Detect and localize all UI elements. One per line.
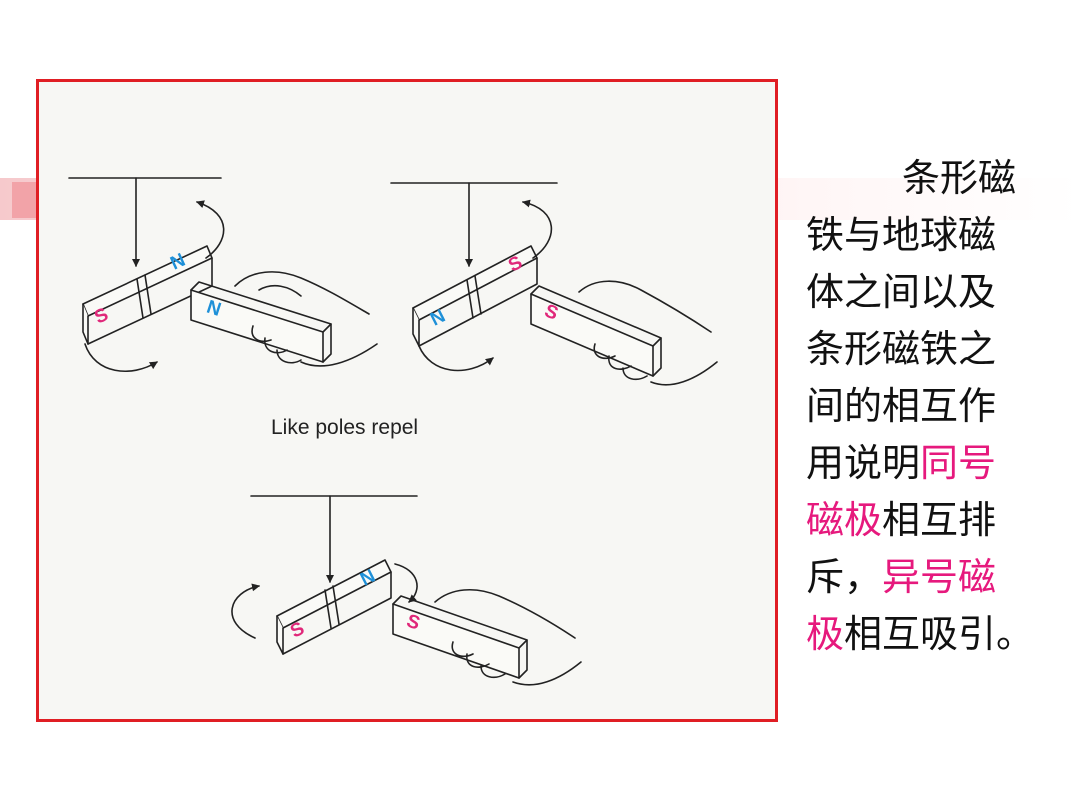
rotation-arrow (522, 199, 553, 259)
caption-segment: 相互排 (882, 498, 997, 542)
caption-segment: 斥， (806, 555, 883, 599)
caption-line: 极相互吸引。 (806, 606, 1076, 663)
rotation-arrow (196, 200, 225, 259)
hand (593, 343, 616, 360)
caption-line: 磁极相互排 (806, 492, 1076, 549)
scene-bottom: S N S (231, 495, 582, 686)
pole-label-s: S (91, 304, 111, 328)
caption-highlight: 极 (806, 612, 845, 656)
pole-label-n: N (427, 306, 449, 331)
caption-segment: 体之间以及 (806, 270, 997, 314)
hand (650, 361, 718, 386)
caption-highlight: 同号 (920, 441, 997, 485)
caption-line: 铁与地球磁 (806, 207, 1076, 264)
caption-segment: 用说明 (806, 441, 921, 485)
hand-held-magnet (190, 281, 332, 363)
caption-highlight: 异号磁 (882, 555, 997, 599)
pole-label-s: S (287, 618, 308, 642)
hand (622, 367, 648, 381)
magnet-illustration: S N N (68, 177, 718, 686)
hand (466, 653, 490, 668)
hand-held-magnet (530, 285, 662, 377)
hand (480, 665, 506, 679)
hand (578, 280, 712, 333)
caption-highlight: 磁极 (806, 498, 883, 542)
caption-line: 间的相互作 (806, 378, 1076, 435)
hand (512, 661, 582, 686)
caption-segment: 铁与地球磁 (806, 213, 997, 257)
figure-label: Like poles repel (271, 416, 418, 439)
scene-top-left: S N N (68, 177, 378, 373)
suspended-magnet (412, 245, 538, 347)
hand (608, 355, 632, 370)
rotation-arrow (84, 343, 158, 373)
caption-line: 条形磁铁之 (806, 321, 1076, 378)
pole-label-n: N (204, 297, 224, 321)
hand (251, 325, 272, 342)
hand (234, 271, 370, 315)
caption-line: 体之间以及 (806, 264, 1076, 321)
caption-text: 条形磁 铁与地球磁 体之间以及 条形磁铁之 间的相互作 用说明同号 磁极相互排 … (806, 150, 1076, 663)
caption-segment: 条形磁铁之 (806, 327, 997, 371)
suspended-magnet (276, 559, 392, 655)
rotation-arrow (418, 345, 494, 372)
magnet-figure: S N N (36, 79, 778, 722)
hand-held-magnet (392, 595, 528, 679)
hand (264, 337, 288, 354)
hand (451, 641, 474, 658)
hand (258, 284, 302, 297)
caption-segment: 间的相互作 (806, 384, 997, 428)
hand (276, 349, 302, 364)
caption-segment: 相互吸引。 (844, 612, 1035, 656)
caption-line: 用说明同号 (806, 435, 1076, 492)
hand (300, 343, 378, 367)
rotation-arrow (231, 583, 260, 639)
hand (434, 588, 576, 639)
scene-top-right: N S S (390, 182, 718, 386)
caption-segment: 条形磁 (902, 156, 1017, 200)
header-band-accent (12, 182, 38, 218)
caption-line: 条形磁 (806, 150, 1076, 207)
caption-line: 斥，异号磁 (806, 549, 1076, 606)
rotation-arrow (394, 563, 418, 603)
